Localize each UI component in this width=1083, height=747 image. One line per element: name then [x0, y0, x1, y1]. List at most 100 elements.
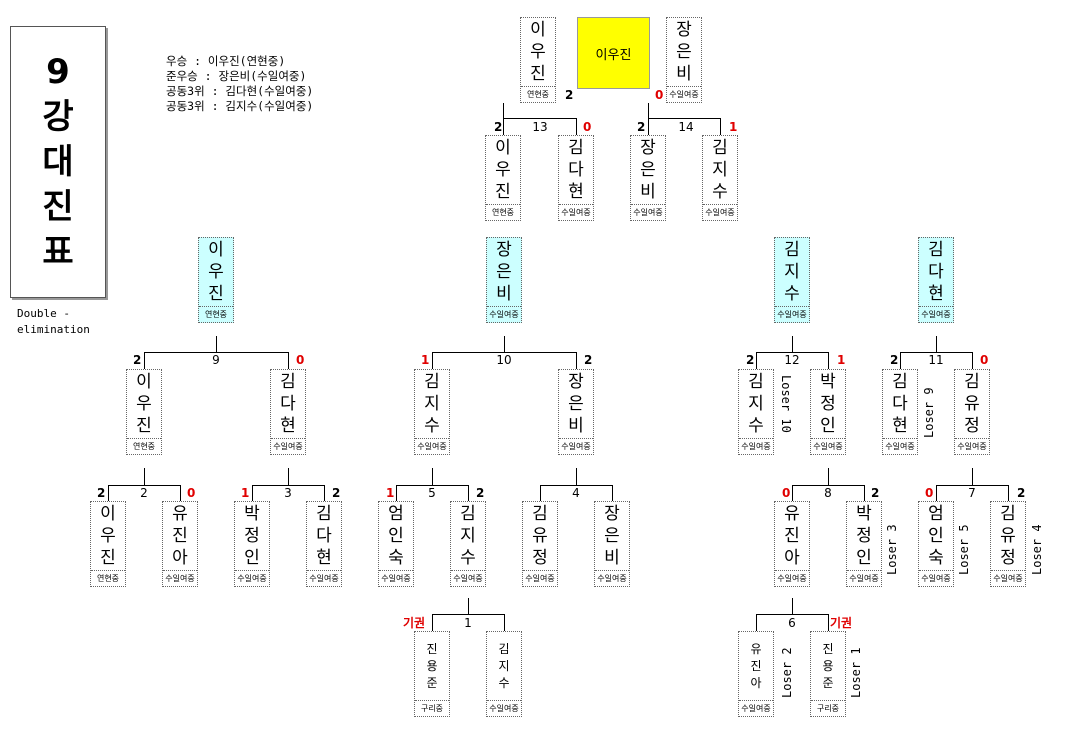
player-school: 수일여중 [703, 204, 737, 220]
player-name-char: 지 [712, 160, 728, 180]
connector-line [324, 485, 325, 501]
player-name-char: 이 [530, 20, 546, 40]
match-score-b: 2 [1017, 486, 1026, 500]
player-name-char: 인 [928, 526, 944, 546]
player-school: 수일여중 [595, 570, 629, 586]
connector-line [792, 336, 793, 352]
connector-line [144, 468, 145, 485]
player-school: 연현중 [521, 86, 555, 102]
player-name-char: 장 [676, 20, 692, 40]
player-name-char: 이 [208, 240, 224, 260]
player-school: 수일여중 [991, 570, 1025, 586]
player-school: 수일여중 [739, 700, 773, 716]
player-name-char: 진 [750, 658, 762, 673]
connector-line [720, 118, 721, 135]
player-school: 수일여중 [523, 570, 557, 586]
player-name-char: 장 [568, 372, 584, 392]
connector-line [576, 118, 577, 135]
player-name-char: 용 [822, 658, 834, 673]
connector-line [936, 336, 937, 352]
player-name-char: 은 [496, 262, 512, 282]
connector-line [900, 352, 901, 369]
connector-line [972, 468, 973, 485]
player-name-char: 장 [604, 504, 620, 524]
player-name-char: 숙 [928, 548, 944, 568]
match-number: 14 [678, 120, 694, 134]
match-score-b: 1 [729, 120, 738, 134]
title-char: 진 [42, 186, 74, 227]
player-name-char: 지 [424, 394, 440, 414]
match-score-a: 1 [421, 353, 430, 367]
connector-line [216, 336, 217, 352]
match-score-b: 기권 [830, 616, 853, 630]
player-name-char: 김 [460, 504, 476, 524]
player-name-char: 김 [280, 372, 296, 392]
player-name-char: 우 [100, 526, 116, 546]
player-name-char: 유 [1000, 526, 1016, 546]
player-name-char: 김 [316, 504, 332, 524]
loser-label: Loser 9 [922, 387, 936, 438]
connector-line [288, 468, 289, 485]
match-number: 11 [928, 353, 944, 367]
player-name-char: 진 [426, 641, 438, 656]
match-number: 3 [284, 486, 292, 500]
player-name-char: 정 [820, 394, 836, 414]
player-school: 수일여중 [271, 438, 305, 454]
connector-line [108, 485, 181, 486]
player-name-char: 장 [640, 138, 656, 158]
player-name-char: 우 [495, 160, 511, 180]
player-name-char: 정 [244, 526, 260, 546]
champion-box: 이우진 [577, 17, 650, 89]
player-name-char: 아 [750, 675, 762, 690]
player-name-char: 아 [784, 548, 800, 568]
result-winner: 우승 : 이우진(연현중) [166, 54, 286, 68]
player-school: 수일여중 [559, 438, 593, 454]
player-name-char: 진 [100, 548, 116, 568]
connector-line [432, 352, 577, 353]
match-score-a: 1 [241, 486, 250, 500]
connector-line [828, 614, 829, 631]
match-score-a: 1 [386, 486, 395, 500]
loser-label: Loser 3 [885, 524, 899, 575]
loser-label: Loser 4 [1030, 524, 1044, 575]
player-name-char: 김 [498, 641, 510, 656]
connector-line [576, 468, 577, 485]
player-name-char: 김 [712, 138, 728, 158]
player-school: 수일여중 [739, 438, 773, 454]
player-name-char: 현 [892, 416, 908, 436]
player-name-char: 김 [532, 504, 548, 524]
result-runner-up: 준우승 : 장은비(수일여중) [166, 69, 307, 83]
player-name-char: 이 [100, 504, 116, 524]
player-name-char: 정 [964, 416, 980, 436]
player-name-char: 이 [495, 138, 511, 158]
player-name-char: 지 [748, 394, 764, 414]
player-name-char: 진 [495, 182, 511, 202]
player-school: 수일여중 [775, 570, 809, 586]
final-score-left: 2 [565, 88, 574, 102]
player-name-char: 아 [172, 548, 188, 568]
player-name-char: 우 [530, 42, 546, 62]
